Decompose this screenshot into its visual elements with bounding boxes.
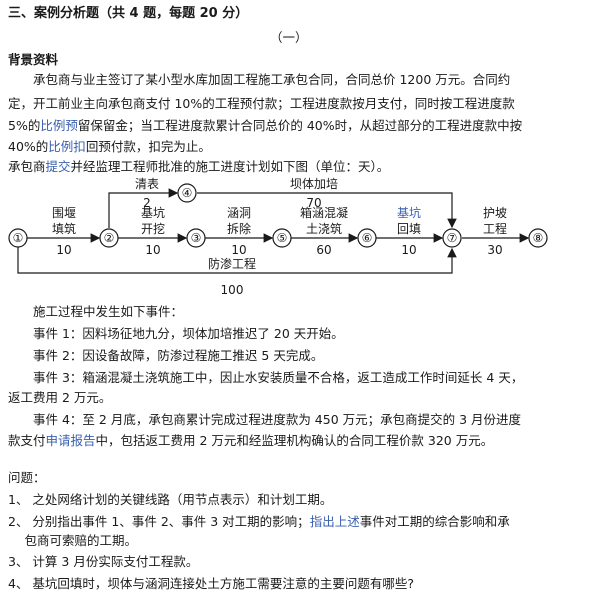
arrow-4-7 — [197, 192, 457, 229]
node-5 — [272, 228, 292, 248]
activity-9-name: 防渗工程 — [208, 256, 256, 271]
activity-3-name1: 涵洞 — [227, 206, 251, 220]
node-1-label: ① — [13, 231, 24, 245]
activity-2-name2: 开挖 — [141, 221, 165, 236]
question-2-cont: 包商可索赔的工期。 — [8, 533, 137, 548]
node-2-label: ② — [104, 231, 115, 245]
question-1: 1、 之处网络计划的关键线路（用节点表示）和计划工期。 — [8, 492, 333, 507]
activity-6-name2: 工程 — [483, 221, 507, 236]
activity-4-duration: 60 — [316, 243, 331, 257]
node-2 — [99, 228, 119, 248]
question-2: 2、 分别指出事件 1、事件 2、事件 3 对工期的影响；指出上述事件对工期的综… — [8, 514, 510, 529]
node-7-label: ⑦ — [447, 231, 458, 245]
activity-1-name2: 填筑 — [52, 221, 76, 236]
activity-1-name1: 围堰 — [52, 206, 76, 220]
event-line-4: 返工费用 2 万元。 — [8, 390, 112, 405]
node-6-label: ⑥ — [362, 231, 373, 245]
section-title: 三、案例分析题（共 4 题，每题 20 分） — [8, 6, 249, 21]
question-3: 3、 计算 3 月份实际支付工程款。 — [8, 554, 199, 569]
activity-8-duration: 70 — [306, 196, 321, 210]
activity-4-name1: 箱涵混凝 — [300, 205, 348, 220]
node-7 — [442, 228, 462, 248]
event-line-5: 事件 4：至 2 月底，承包商累计完成过程进度款为 450 万元；承包商提交的 … — [8, 412, 522, 427]
node-3-label: ③ — [191, 231, 202, 245]
activity-1-duration: 10 — [56, 243, 71, 257]
bg-line-3: 5%的比例预留保留金；当工程进度款累计合同总价的 40%时，从超过部分的工程进度… — [8, 118, 523, 133]
event-line-1: 事件 1：因料场征地九分，坝体加培推迟了 20 天开始。 — [8, 326, 344, 341]
event-line-6: 款支付申请报告中，包括返工费用 2 万元和经监理机构确认的合同工程价款 320 … — [8, 433, 494, 448]
event-line-2: 事件 2：因设备故障，防渗过程施工推迟 5 天完成。 — [8, 348, 324, 363]
activity-6-duration: 30 — [487, 243, 502, 257]
activity-7-duration: 2 — [143, 196, 151, 210]
activity-4-name2: 土浇筑 — [306, 221, 342, 236]
bg-line-5: 承包商提交并经监理工程师批准的施工进度计划如下图（单位：天）。 — [8, 159, 390, 174]
arrow-2-4 — [108, 188, 179, 228]
bg-line-1: 承包商与业主签订了某小型水库加固工程施工承包合同，合同总价 1200 万元。合同… — [8, 72, 511, 87]
node-5-label: ⑤ — [277, 231, 288, 245]
activity-6-name1: 护坡 — [483, 206, 507, 220]
node-8-label: ⑧ — [533, 231, 544, 245]
question-4: 4、 基坑回填时，坝体与涵洞连接处土方施工需要注意的主要问题有哪些? — [8, 576, 415, 591]
activity-5-duration: 10 — [401, 243, 416, 257]
node-4 — [177, 183, 197, 203]
activity-5-name1: 基坑 — [397, 205, 421, 220]
activity-2-name1: 基坑 — [141, 205, 165, 220]
section-number: （一） — [270, 30, 308, 45]
activity-8-name: 坝体加培 — [290, 176, 338, 191]
activity-2-duration: 10 — [145, 243, 160, 257]
bg-line-4: 40%的比例扣回预付款，扣完为止。 — [8, 139, 211, 154]
background-heading: 背景资料 — [8, 52, 59, 67]
events-intro: 施工过程中发生如下事件： — [8, 304, 184, 319]
activity-9-duration: 100 — [221, 283, 244, 297]
network-diagram: ① ② ③ ④ ⑤ ⑥ ⑦ ⑧ 围堰 填筑 10 基坑 开挖 10 涵洞 拆除 … — [8, 176, 548, 297]
node-1 — [8, 228, 28, 248]
node-3 — [186, 228, 206, 248]
activity-3-duration: 10 — [231, 243, 246, 257]
node-8 — [528, 228, 548, 248]
questions-heading: 问题： — [8, 470, 46, 485]
activity-3-name2: 拆除 — [227, 221, 251, 236]
activity-5-name2: 回填 — [397, 222, 421, 236]
bg-line-2: 定，开工前业主向承包商支付 10%的工程预付款；工程进度款按月支付，同时按工程进… — [8, 96, 515, 111]
arrow-1-7 — [17, 247, 457, 274]
node-4-label: ④ — [182, 186, 193, 200]
event-line-3: 事件 3：箱涵混凝土浇筑施工中，因止水安装质量不合格，返工造成工作时间延长 4 … — [8, 370, 524, 385]
activity-7-name: 清表 — [135, 177, 159, 191]
node-6 — [357, 228, 377, 248]
